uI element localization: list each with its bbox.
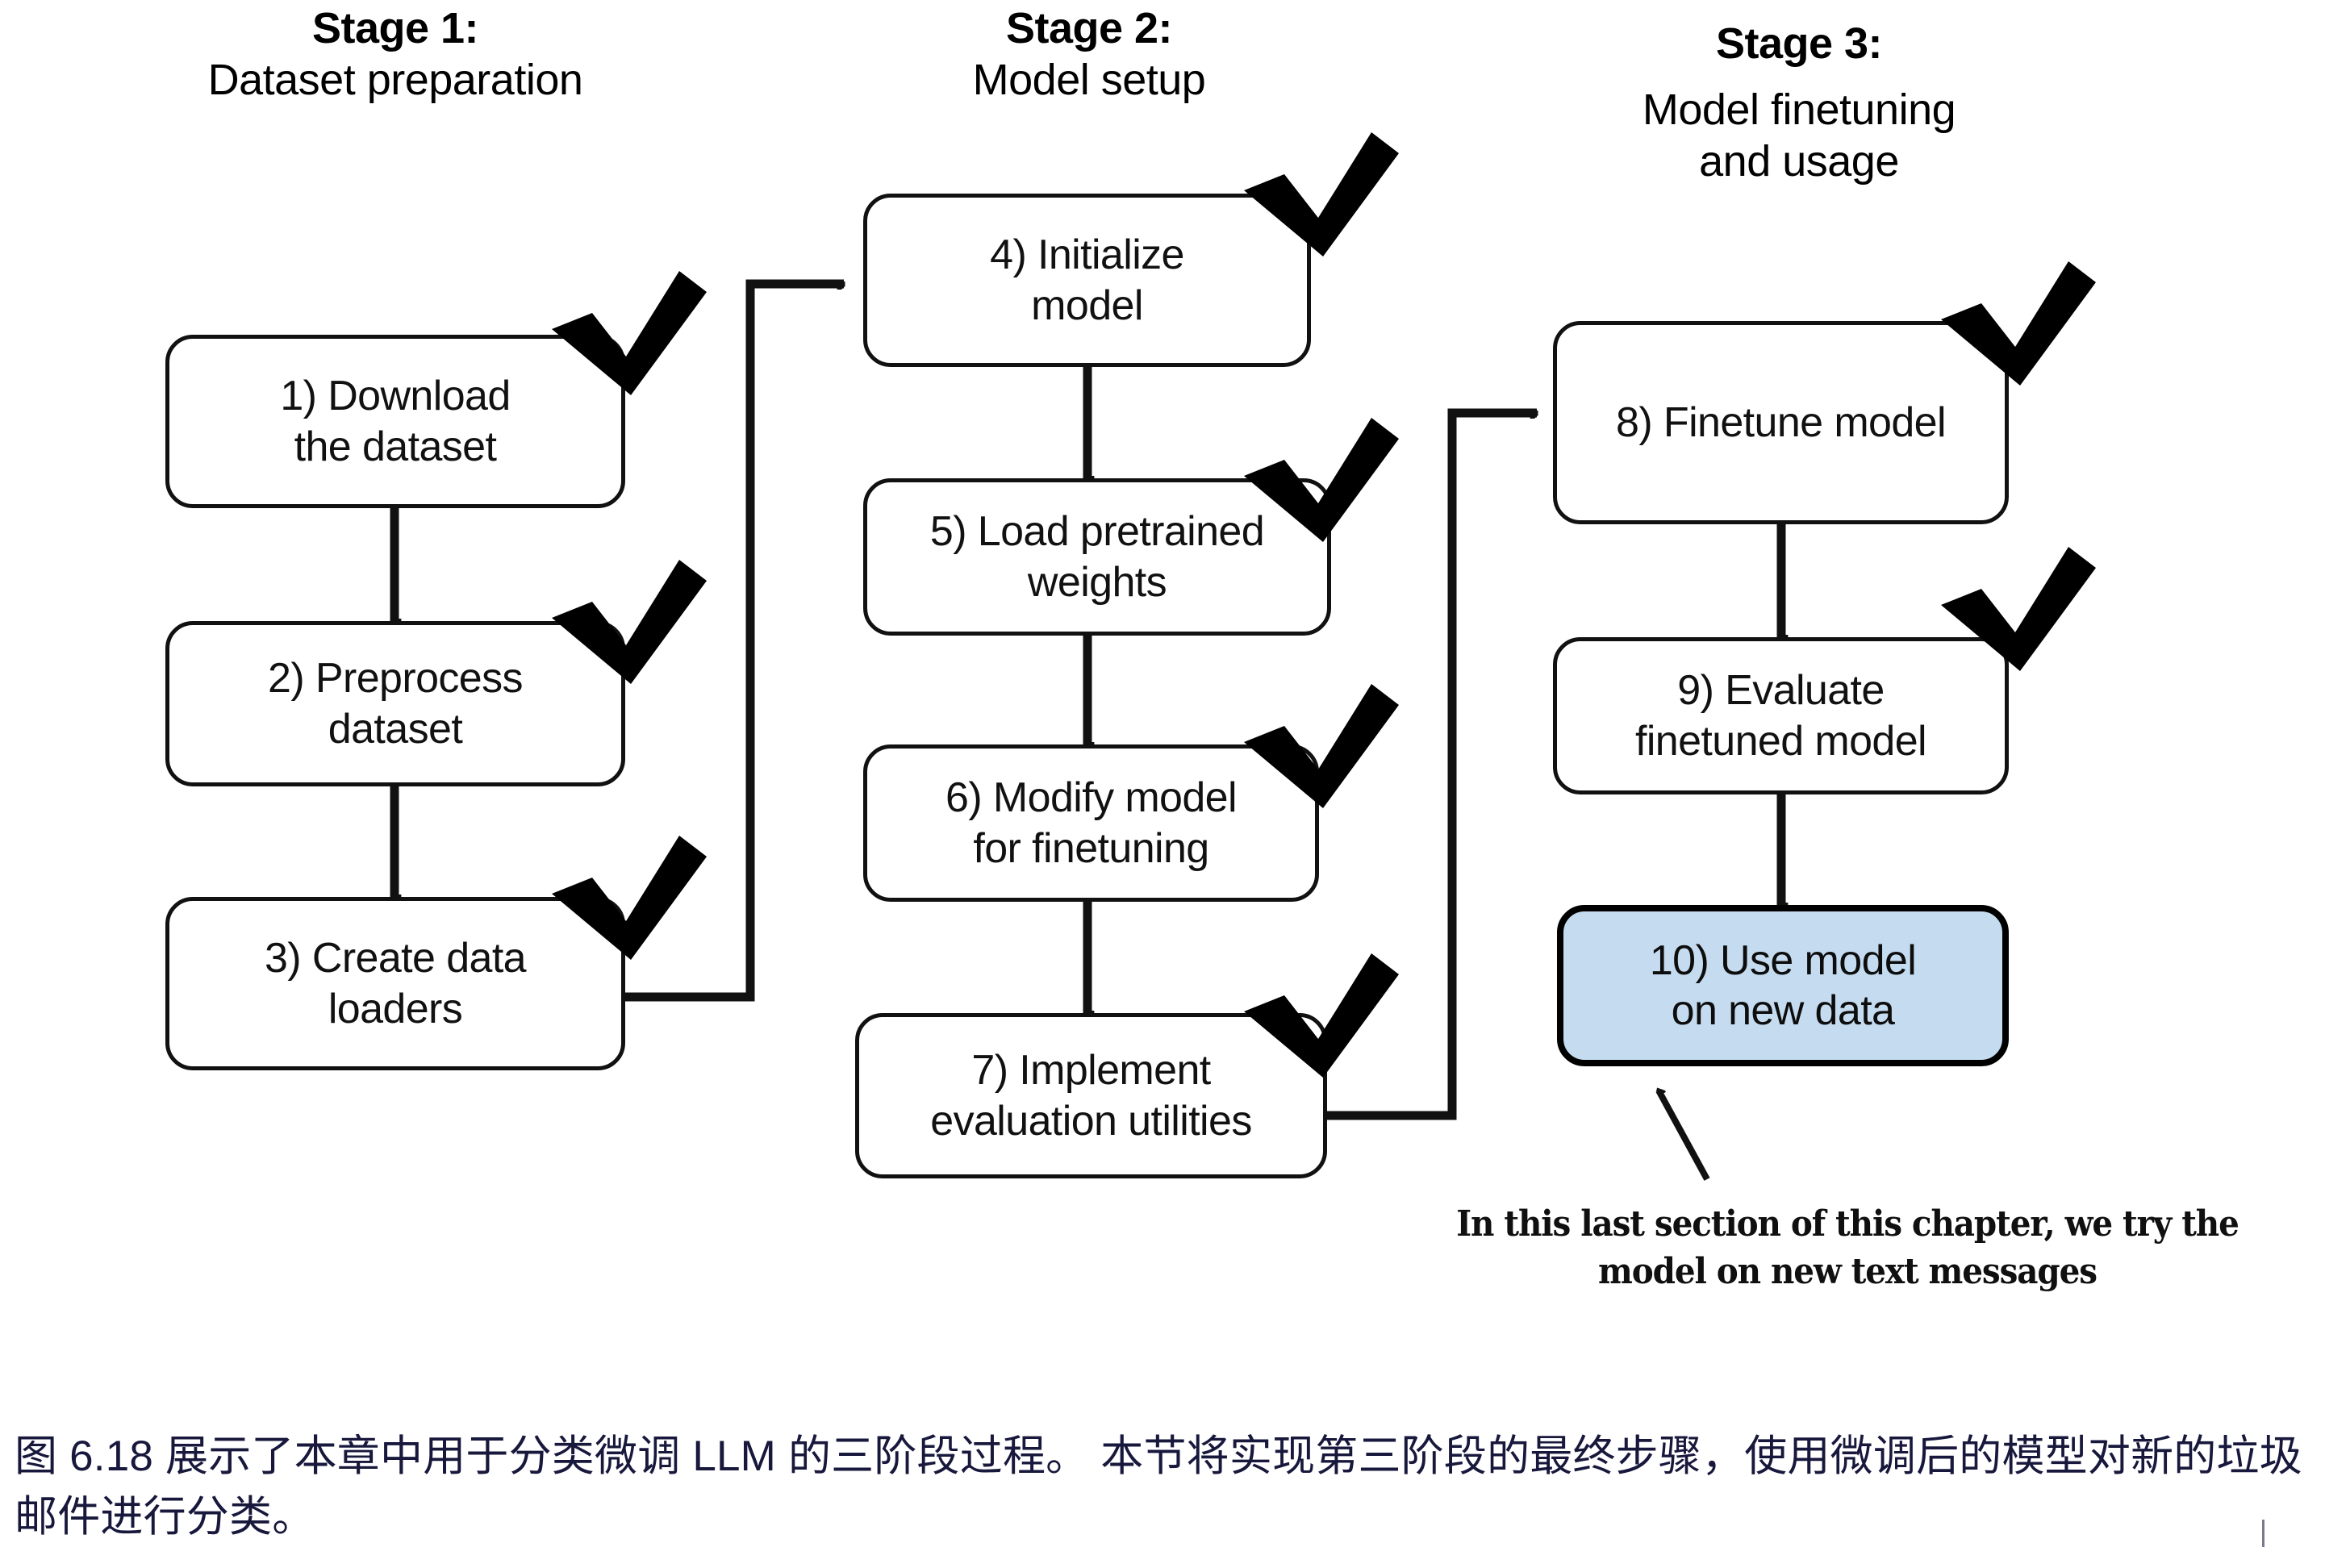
step-1-label: 1) Download the dataset [280, 373, 511, 470]
step-8-label: 8) Finetune model [1616, 398, 1947, 446]
step-box-5[interactable]: 5) Load pretrained weights [863, 478, 1331, 636]
step-box-7[interactable]: 7) Implement evaluation utilities [855, 1013, 1327, 1178]
step-7-label: 7) Implement evaluation utilities [930, 1047, 1252, 1145]
step-2-label: 2) Preprocess dataset [268, 655, 523, 753]
step-box-8[interactable]: 8) Finetune model [1553, 321, 2009, 524]
stage-2-title: Stage 2: [1005, 4, 1173, 52]
step-10-label: 10) Use model on new data [1649, 936, 1917, 1034]
stage-header-3: Stage 3: Model finetuning and usage [1476, 3, 2122, 203]
step-box-2[interactable]: 2) Preprocess dataset [165, 621, 625, 786]
stage-1-subtitle: Dataset preparation [207, 55, 583, 104]
figure-caption: 图 6.18 展示了本章中用于分类微调 LLM 的三阶段过程。 本节将实现第三阶… [15, 1432, 2302, 1541]
annotation-pointer-arrow [1659, 1091, 1710, 1181]
stage-2-subtitle: Model setup [972, 55, 1206, 104]
step-9-label: 9) Evaluate finetuned model [1634, 667, 1927, 765]
step-box-9[interactable]: 9) Evaluate finetuned model [1553, 637, 2009, 794]
step-box-6[interactable]: 6) Modify model for finetuning [863, 744, 1319, 902]
stage-3-title: Stage 3: [1715, 19, 1883, 68]
step-box-4[interactable]: 4) Initialize model [863, 194, 1311, 367]
connector-stage2-to-stage3 [1327, 408, 1537, 1120]
stage-1-title: Stage 1: [311, 4, 479, 52]
flowchart-figure: Stage 1: Dataset preparation Stage 2: Mo… [65, 3, 2325, 1296]
step-4-label: 4) Initialize model [990, 231, 1184, 329]
annotation-line-2: model on new text messages [1598, 1251, 2098, 1293]
step-box-10[interactable]: 10) Use model on new data [1557, 905, 2009, 1066]
stage-3-subtitle: Model finetuning and usage [1642, 85, 1956, 186]
annotation-line-1: In this last section of this chapter, we… [1456, 1203, 2239, 1245]
connector-layer [390, 279, 2325, 1181]
text-caret [2262, 1520, 2264, 1547]
step-6-label: 6) Modify model for finetuning [945, 774, 1238, 872]
stage-header-2: Stage 2: Model setup [774, 3, 1404, 106]
stage-header-1: Stage 1: Dataset preparation [65, 3, 726, 106]
step-box-1[interactable]: 1) Download the dataset [165, 335, 625, 508]
annotation-text: In this last section of this chapter, we… [1454, 1200, 2240, 1296]
step-5-label: 5) Load pretrained weights [929, 508, 1265, 606]
step-3-label: 3) Create data loaders [264, 935, 527, 1032]
step-box-3[interactable]: 3) Create data loaders [165, 897, 625, 1070]
connector-stage1-to-stage2 [625, 279, 844, 1002]
